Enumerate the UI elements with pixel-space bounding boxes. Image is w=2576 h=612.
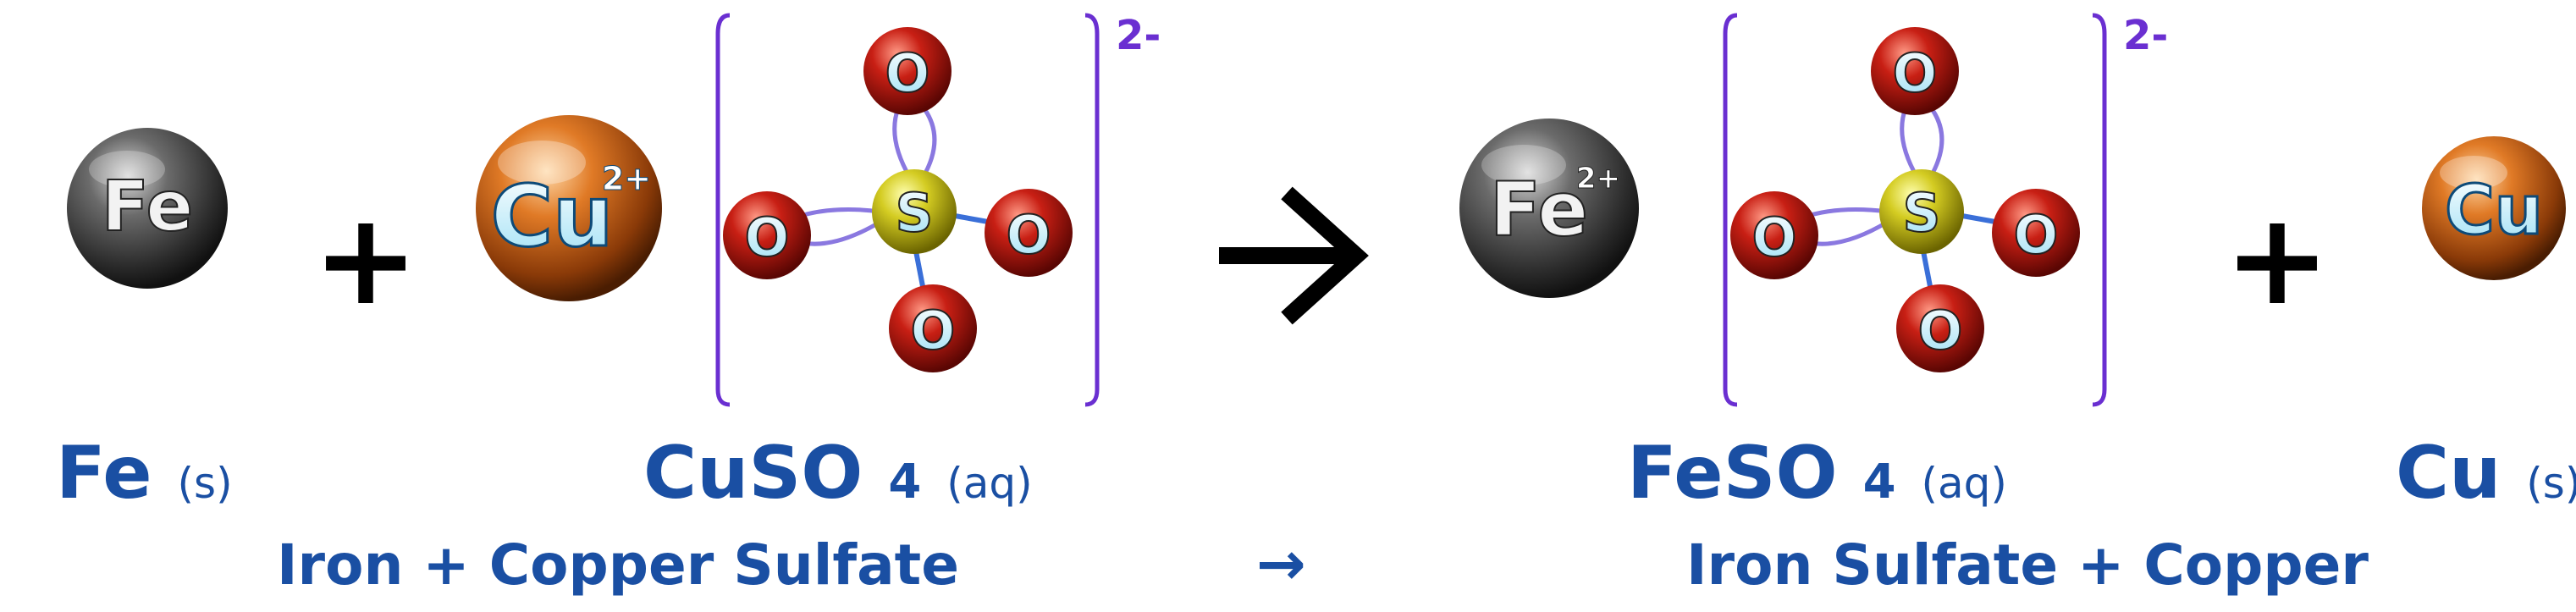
copper-ion-label: Cu	[491, 167, 614, 266]
formula-copper-symbol: Cu	[2396, 431, 2501, 516]
iron-ion-icon: Fe 2+	[1459, 119, 1639, 298]
bracket-right-icon	[2092, 13, 2107, 407]
oxygen-atom-icon: O	[863, 27, 952, 115]
formula-iron-sulfate-subscript: 4	[1863, 455, 1896, 510]
plus-sign-left: +	[312, 186, 419, 334]
oxygen-atom-icon: O	[889, 284, 977, 372]
copper-atom-label: Cu	[2445, 171, 2543, 250]
copper-ion-charge: 2+	[602, 160, 651, 197]
sulfate-charge-label: 2-	[1116, 12, 1161, 59]
word-equation-left: Iron + Copper Sulfate	[277, 532, 959, 598]
iron-atom-icon: Fe	[67, 128, 228, 289]
svg-text:O: O	[911, 300, 956, 361]
svg-text:S: S	[1903, 182, 1941, 244]
oxygen-atom-icon: O	[985, 189, 1073, 277]
formula-copper-sulfate-main: CuSO	[643, 431, 863, 516]
sulfur-atom-icon: S	[1879, 169, 1964, 254]
iron-ion-label: Fe	[1490, 166, 1588, 253]
oxygen-atom-icon: O	[723, 191, 811, 279]
svg-text:O: O	[2014, 204, 2059, 266]
bracket-right-icon	[1084, 13, 1100, 407]
formula-iron-sulfate: FeSO 4 (aq)	[1627, 431, 2007, 516]
formula-copper-sulfate-state: (aq)	[946, 459, 1032, 508]
oxygen-atom-icon: O	[1896, 284, 1984, 372]
formula-iron: Fe (s)	[56, 431, 233, 516]
formula-copper: Cu (s)	[2396, 431, 2576, 516]
word-equation-arrow: →	[1256, 529, 1306, 598]
svg-text:O: O	[745, 207, 790, 268]
formula-iron-sulfate-state: (aq)	[1922, 459, 2007, 508]
svg-text:O: O	[1893, 42, 1938, 104]
svg-text:O: O	[1918, 300, 1963, 361]
svg-text:O: O	[1752, 207, 1797, 268]
formula-copper-sulfate-subscript: 4	[888, 455, 921, 510]
svg-text:O: O	[885, 42, 930, 104]
sulfate-ion-right: 2- O S O O O	[1723, 12, 2168, 407]
oxygen-atom-icon: O	[1871, 27, 1959, 115]
reaction-arrow-icon	[1219, 186, 1369, 325]
formula-iron-state: (s)	[178, 459, 233, 508]
svg-text:O: O	[1007, 204, 1051, 266]
sulfur-atom-icon: S	[872, 169, 957, 254]
formula-copper-sulfate: CuSO 4 (aq)	[643, 431, 1033, 516]
iron-ion-charge: 2+	[1576, 162, 1620, 196]
formula-copper-state: (s)	[2526, 459, 2576, 508]
copper-ion-icon: Cu 2+	[476, 115, 662, 301]
svg-text:S: S	[896, 182, 934, 244]
plus-sign-right: +	[2224, 186, 2331, 334]
formula-iron-sulfate-main: FeSO	[1627, 431, 1838, 516]
word-equation-right: Iron Sulfate + Copper	[1686, 532, 2369, 598]
iron-atom-label: Fe	[102, 167, 193, 247]
sulfate-ion-left: 2- O S O O O	[715, 12, 1161, 407]
bracket-left-icon	[715, 13, 731, 407]
oxygen-atom-icon: O	[1730, 191, 1818, 279]
formula-iron-symbol: Fe	[56, 431, 152, 516]
sulfate-charge-label: 2-	[2123, 12, 2168, 59]
bracket-left-icon	[1723, 13, 1738, 407]
copper-atom-icon: Cu	[2422, 136, 2566, 280]
oxygen-atom-icon: O	[1992, 189, 2080, 277]
